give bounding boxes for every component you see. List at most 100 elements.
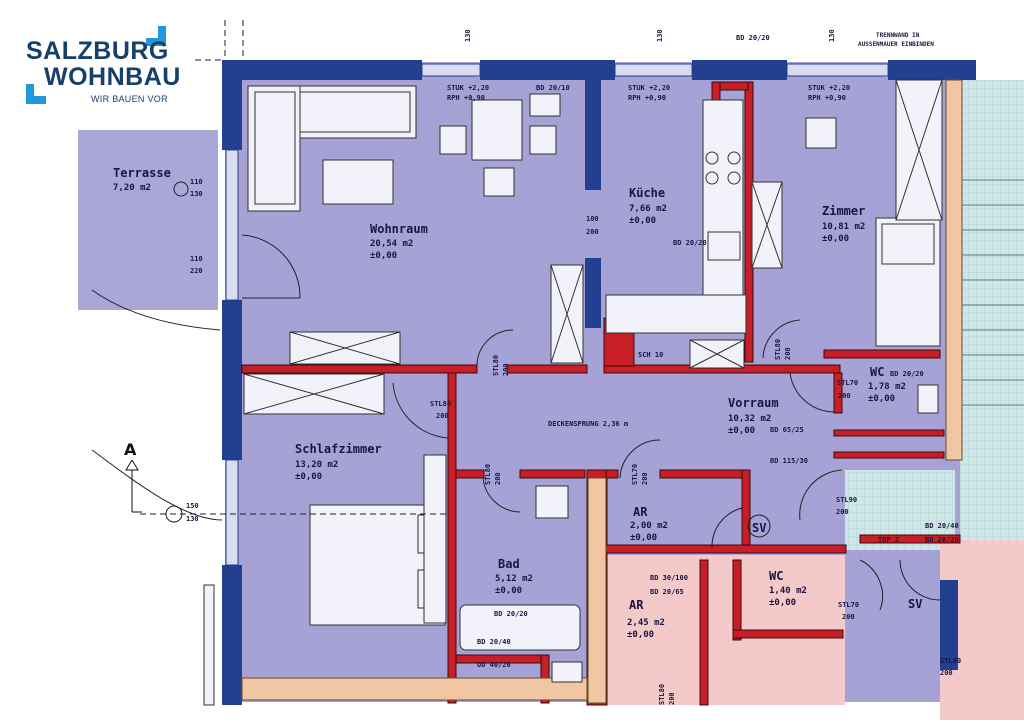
label-stl-entry: STL90 [836,496,857,504]
label-deckensprung: DECKENSPRUNG 2,36 m [548,420,628,428]
room-floor-wohnraum: ±0,00 [370,251,397,261]
outer-walls [222,60,976,705]
inner-walls [241,81,961,706]
label-sv1: SV [752,521,766,535]
stair-treads [962,179,1024,406]
room-floor-kueche: ±0,00 [629,216,656,226]
shaft-wall [587,477,607,704]
label-bd-top: BD 20/20 [736,34,770,42]
room-name-wc2: WC [769,569,783,583]
bath-fixtures [459,384,939,683]
label-rph-wohn: RPH +0,90 [447,94,485,102]
room-area-kueche: 7,66 m2 [629,204,667,214]
label-bd-vorraum2: BD 115/30 [770,457,808,465]
label-terr-door-h: 130 [190,190,203,198]
room-area-wc: 1,78 m2 [868,382,906,392]
room-area-schlafzimmer: 13,20 m2 [295,460,338,470]
room-name-zimmer: Zimmer [822,204,865,218]
axis-lines [140,20,450,515]
bed [309,454,447,626]
label-schlaf-win-w: 150 [186,502,199,510]
room-floor-ar2: ±0,00 [627,630,654,640]
section-arrow-icon [125,460,142,513]
label-bd-kueche: BD 20/20 [673,239,707,247]
room-floor-vorraum: ±0,00 [728,426,755,436]
zimmer-furniture [751,79,943,347]
sv-marker [747,514,771,538]
logo-tagline: WIR BAUEN VOR [91,94,168,104]
label-stl-wc-h: 200 [838,392,851,400]
room-floor-zimmer: ±0,00 [822,234,849,244]
room-floor-schlafzimmer: ±0,00 [295,472,322,482]
label-terr-door2-w: 110 [190,255,203,263]
bottom-wall [241,677,588,701]
label-schlaf-win-h: 130 [186,515,199,523]
label-stl-bottom-door: STL80 [658,684,666,705]
label-stl-bad-door-h: 200 [494,472,502,485]
room-name-schlafzimmer: Schlafzimmer [295,442,382,456]
cabinets [243,264,745,415]
label-stl-zimmer-door-h: 200 [784,347,792,360]
room-area-bad: 5,12 m2 [495,574,533,584]
room-area-terrasse: 7,20 m2 [113,183,151,193]
label-stl-wc2: STL70 [838,601,859,609]
label-stuk-kueche: STUK +2,20 [628,84,670,92]
label-bd-ar2: BD 20/65 [650,588,684,596]
label-stl-schlaf-h: 200 [436,412,449,420]
party-wall [945,79,963,461]
label-stuk-wohn: STUK +2,20 [447,84,489,92]
section-marker: A [124,440,142,513]
label-opening-h: 200 [586,228,599,236]
kitchen-counter [605,99,747,334]
room-name-wc: WC [870,365,884,379]
dining-set [439,93,561,197]
room-name-ar2: AR [629,598,644,612]
railing [203,584,215,706]
header-note-line1: TRENNWAND IN [876,32,920,39]
logo-mark-icon [26,84,46,104]
label-opening-w: 100 [586,215,599,223]
label-bd-ar1: BD 30/100 [650,574,688,582]
label-stl-wc: STL70 [837,379,858,387]
label-stl-right-h: 200 [940,669,953,677]
label-bd-bad1: BD 20/20 [494,610,528,618]
header-note-line2: AUSSENMAUER EINBINDEN [858,41,934,48]
label-window-dim-2: 130 [656,29,664,42]
label-rph-kueche: RPH +0,90 [628,94,666,102]
label-bd-wc2b: BD 20/20 [925,536,959,544]
room-floor-ar: ±0,00 [630,533,657,543]
label-window-dim-1: 130 [464,29,472,42]
label-bd-bad2: BD 20/40 [477,638,511,646]
section-marker-label: A [124,440,137,459]
room-floor-wc: ±0,00 [868,394,895,404]
dimension-markers [165,181,189,523]
label-stl-bad-door: STL80 [484,464,492,485]
room-area-ar2: 2,45 m2 [627,618,665,628]
terrace-area [78,130,218,310]
windows [225,63,889,566]
room-name-wohnraum: Wohnraum [370,222,428,236]
company-logo: SALZBURG WOHNBAU WIR BAUEN VOR [0,0,192,130]
label-stl-zimmer-door: STL80 [774,339,782,360]
sofa [247,85,417,212]
label-stl-schlaf: STL80 [430,400,451,408]
coffee-table [322,159,394,205]
label-stl-wohn-door-h: 200 [502,363,510,376]
room-name-vorraum: Vorraum [728,396,779,410]
room-name-ar: AR [633,505,648,519]
chimney [585,115,601,190]
label-bd-wc: BD 20/20 [890,370,924,378]
logo-line2: WOHNBAU [44,63,181,91]
label-bd-wc2a: BD 20/40 [925,522,959,530]
label-stl-wohn-door: STL80 [492,355,500,376]
room-name-bad: Bad [498,557,520,571]
label-bd-vorraum1: BD 65/25 [770,426,804,434]
label-top2: TOP 2 [878,536,899,544]
label-stl-entry-h: 200 [836,508,849,516]
label-terr-door2-h: 220 [190,267,203,275]
room-area-zimmer: 10,81 m2 [822,222,865,232]
door-labels: STL80 200 STL80 200 STL80 200 STL70 200 … [484,339,792,705]
label-od-bad: OD 40/20 [477,661,511,669]
